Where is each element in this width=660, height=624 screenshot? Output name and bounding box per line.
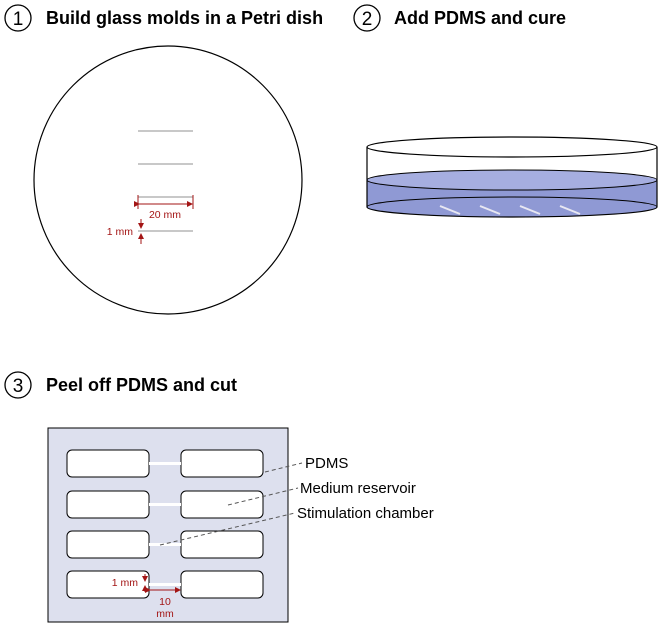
pdms-surface xyxy=(366,169,658,191)
step-1-number: 1 xyxy=(13,9,24,30)
medium-reservoir xyxy=(180,449,264,478)
chamber-leader-line xyxy=(159,512,296,546)
medium-reservoir xyxy=(180,530,264,559)
glass-molds xyxy=(138,130,193,232)
chamber-length-dimension: 10 mm xyxy=(145,587,181,620)
chamber-row xyxy=(66,530,264,559)
chamber-length-unit: mm xyxy=(156,608,174,620)
stimulation-chamber xyxy=(149,503,181,506)
dish-bottom-back xyxy=(366,196,658,208)
step-1: 1 Build glass molds in a Petri dish 20 m… xyxy=(4,4,323,315)
pdms-label: PDMS xyxy=(305,455,348,472)
step-2-title: Add PDMS and cure xyxy=(394,8,566,28)
dish-bottom xyxy=(366,206,658,218)
medium-reservoir xyxy=(66,449,150,478)
dish-rim xyxy=(366,136,658,158)
step-1-number-circle xyxy=(4,4,32,32)
reservoir-leader-line xyxy=(227,487,299,506)
step-2: 2 Add PDMS and cure xyxy=(353,4,658,218)
petri-dish xyxy=(33,45,303,315)
stimulation-chamber xyxy=(149,462,181,465)
medium-reservoir xyxy=(66,530,150,559)
petri-dish-side-view xyxy=(366,136,658,218)
submerged-mold xyxy=(479,205,501,215)
chamber-row xyxy=(66,449,264,478)
chamber-row xyxy=(66,570,264,599)
stimulation-chamber-label: Stimulation chamber xyxy=(297,505,434,522)
step-2-number-circle xyxy=(353,4,381,32)
width-label: 20 mm xyxy=(149,209,181,221)
gap-dimension: 1 mm xyxy=(107,219,144,244)
chamber-row xyxy=(66,490,264,519)
step-2-number: 2 xyxy=(362,9,373,30)
step-3-number-circle xyxy=(4,371,32,399)
submerged-mold xyxy=(439,205,461,215)
submerged-mold xyxy=(559,205,581,215)
step-3: 3 Peel off PDMS and cut PDMS Medium xyxy=(4,371,434,623)
submerged-mold xyxy=(519,205,541,215)
chamber-length-value: 10 xyxy=(159,596,171,608)
step-3-title: Peel off PDMS and cut xyxy=(46,375,237,395)
medium-reservoir xyxy=(66,490,150,519)
step-1-title: Build glass molds in a Petri dish xyxy=(46,8,323,28)
stimulation-chamber xyxy=(149,583,181,586)
medium-reservoir xyxy=(180,570,264,599)
gap-label: 1 mm xyxy=(107,226,134,238)
pdms-leader-line xyxy=(264,462,303,473)
chamber-gap-label: 1 mm xyxy=(112,577,139,589)
medium-reservoir-label: Medium reservoir xyxy=(300,480,416,497)
step-3-number: 3 xyxy=(13,376,24,397)
stimulation-chamber xyxy=(149,543,181,546)
medium-reservoir xyxy=(180,490,264,519)
width-dimension: 20 mm xyxy=(134,195,194,221)
